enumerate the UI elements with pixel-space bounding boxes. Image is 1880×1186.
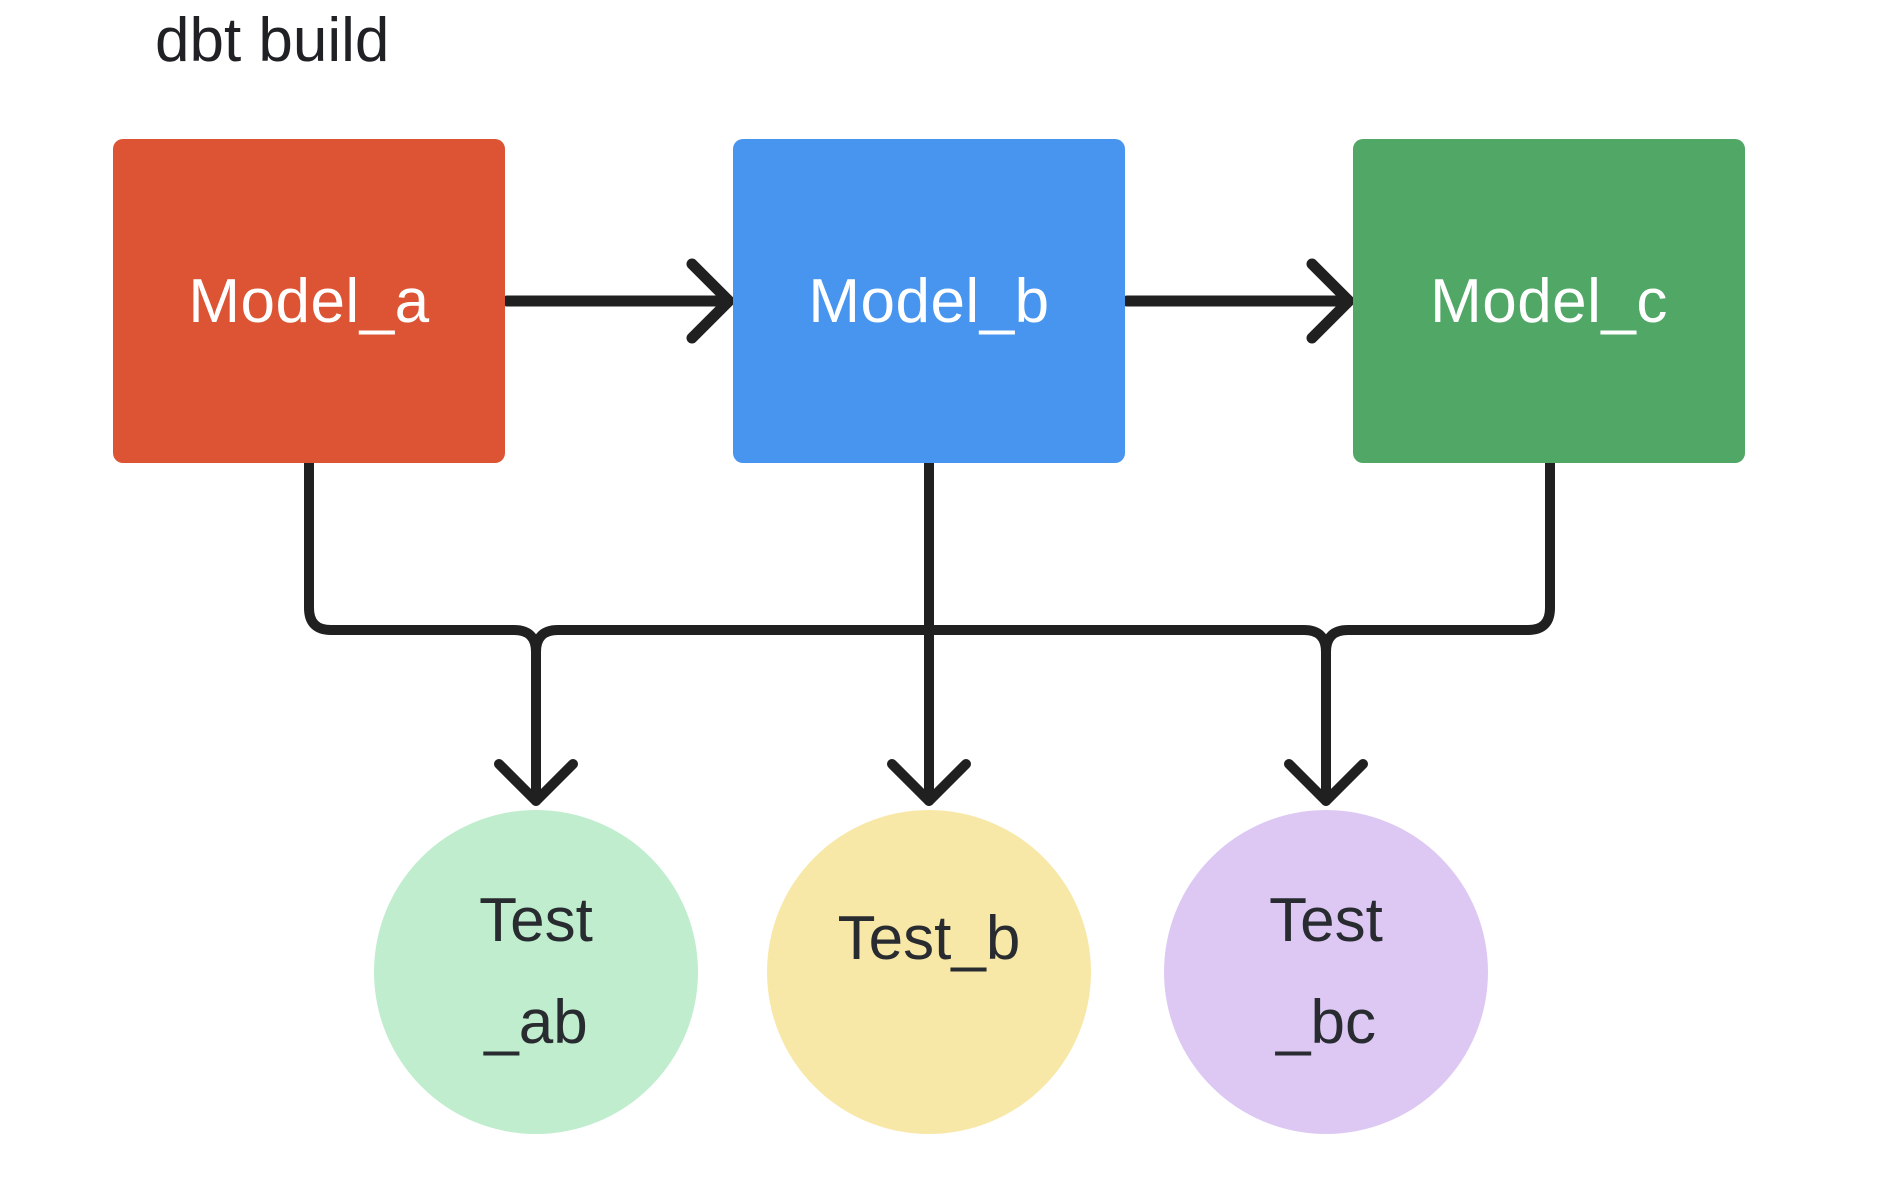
edge-model-b-to-test-bc xyxy=(924,625,1331,657)
arrowhead-test-b-icon xyxy=(887,759,971,806)
node-test-b: Test_b xyxy=(767,810,1091,1134)
edge-model-b-to-test-ab xyxy=(531,625,934,657)
node-model-a: Model_a xyxy=(113,139,505,463)
node-test-bc-label-line1: Test xyxy=(1269,886,1383,955)
node-test-bc-label-line2: _bc xyxy=(1276,988,1376,1057)
node-model-b-label: Model_b xyxy=(808,266,1050,336)
diagram-title: dbt build xyxy=(155,6,390,75)
node-test-ab: Test _ab xyxy=(374,810,698,1134)
node-model-a-label: Model_a xyxy=(188,266,430,336)
arrowhead-model-c-icon xyxy=(1306,258,1355,344)
arrowhead-test-ab-icon xyxy=(494,759,578,806)
node-test-ab-label-line2: _ab xyxy=(484,988,588,1057)
node-test-b-label-line1: Test_b xyxy=(837,904,1021,973)
node-test-bc: Test _bc xyxy=(1164,810,1488,1134)
node-model-c-label: Model_c xyxy=(1430,266,1668,336)
arrowhead-model-b-icon xyxy=(686,258,735,344)
node-model-b: Model_b xyxy=(733,139,1125,463)
node-model-c: Model_c xyxy=(1353,139,1745,463)
edge-model-c-to-test-bc xyxy=(1321,458,1555,806)
arrowhead-test-bc-icon xyxy=(1284,759,1368,806)
node-test-ab-label-line1: Test xyxy=(479,886,593,955)
edge-model-a-to-test-ab xyxy=(304,458,541,806)
